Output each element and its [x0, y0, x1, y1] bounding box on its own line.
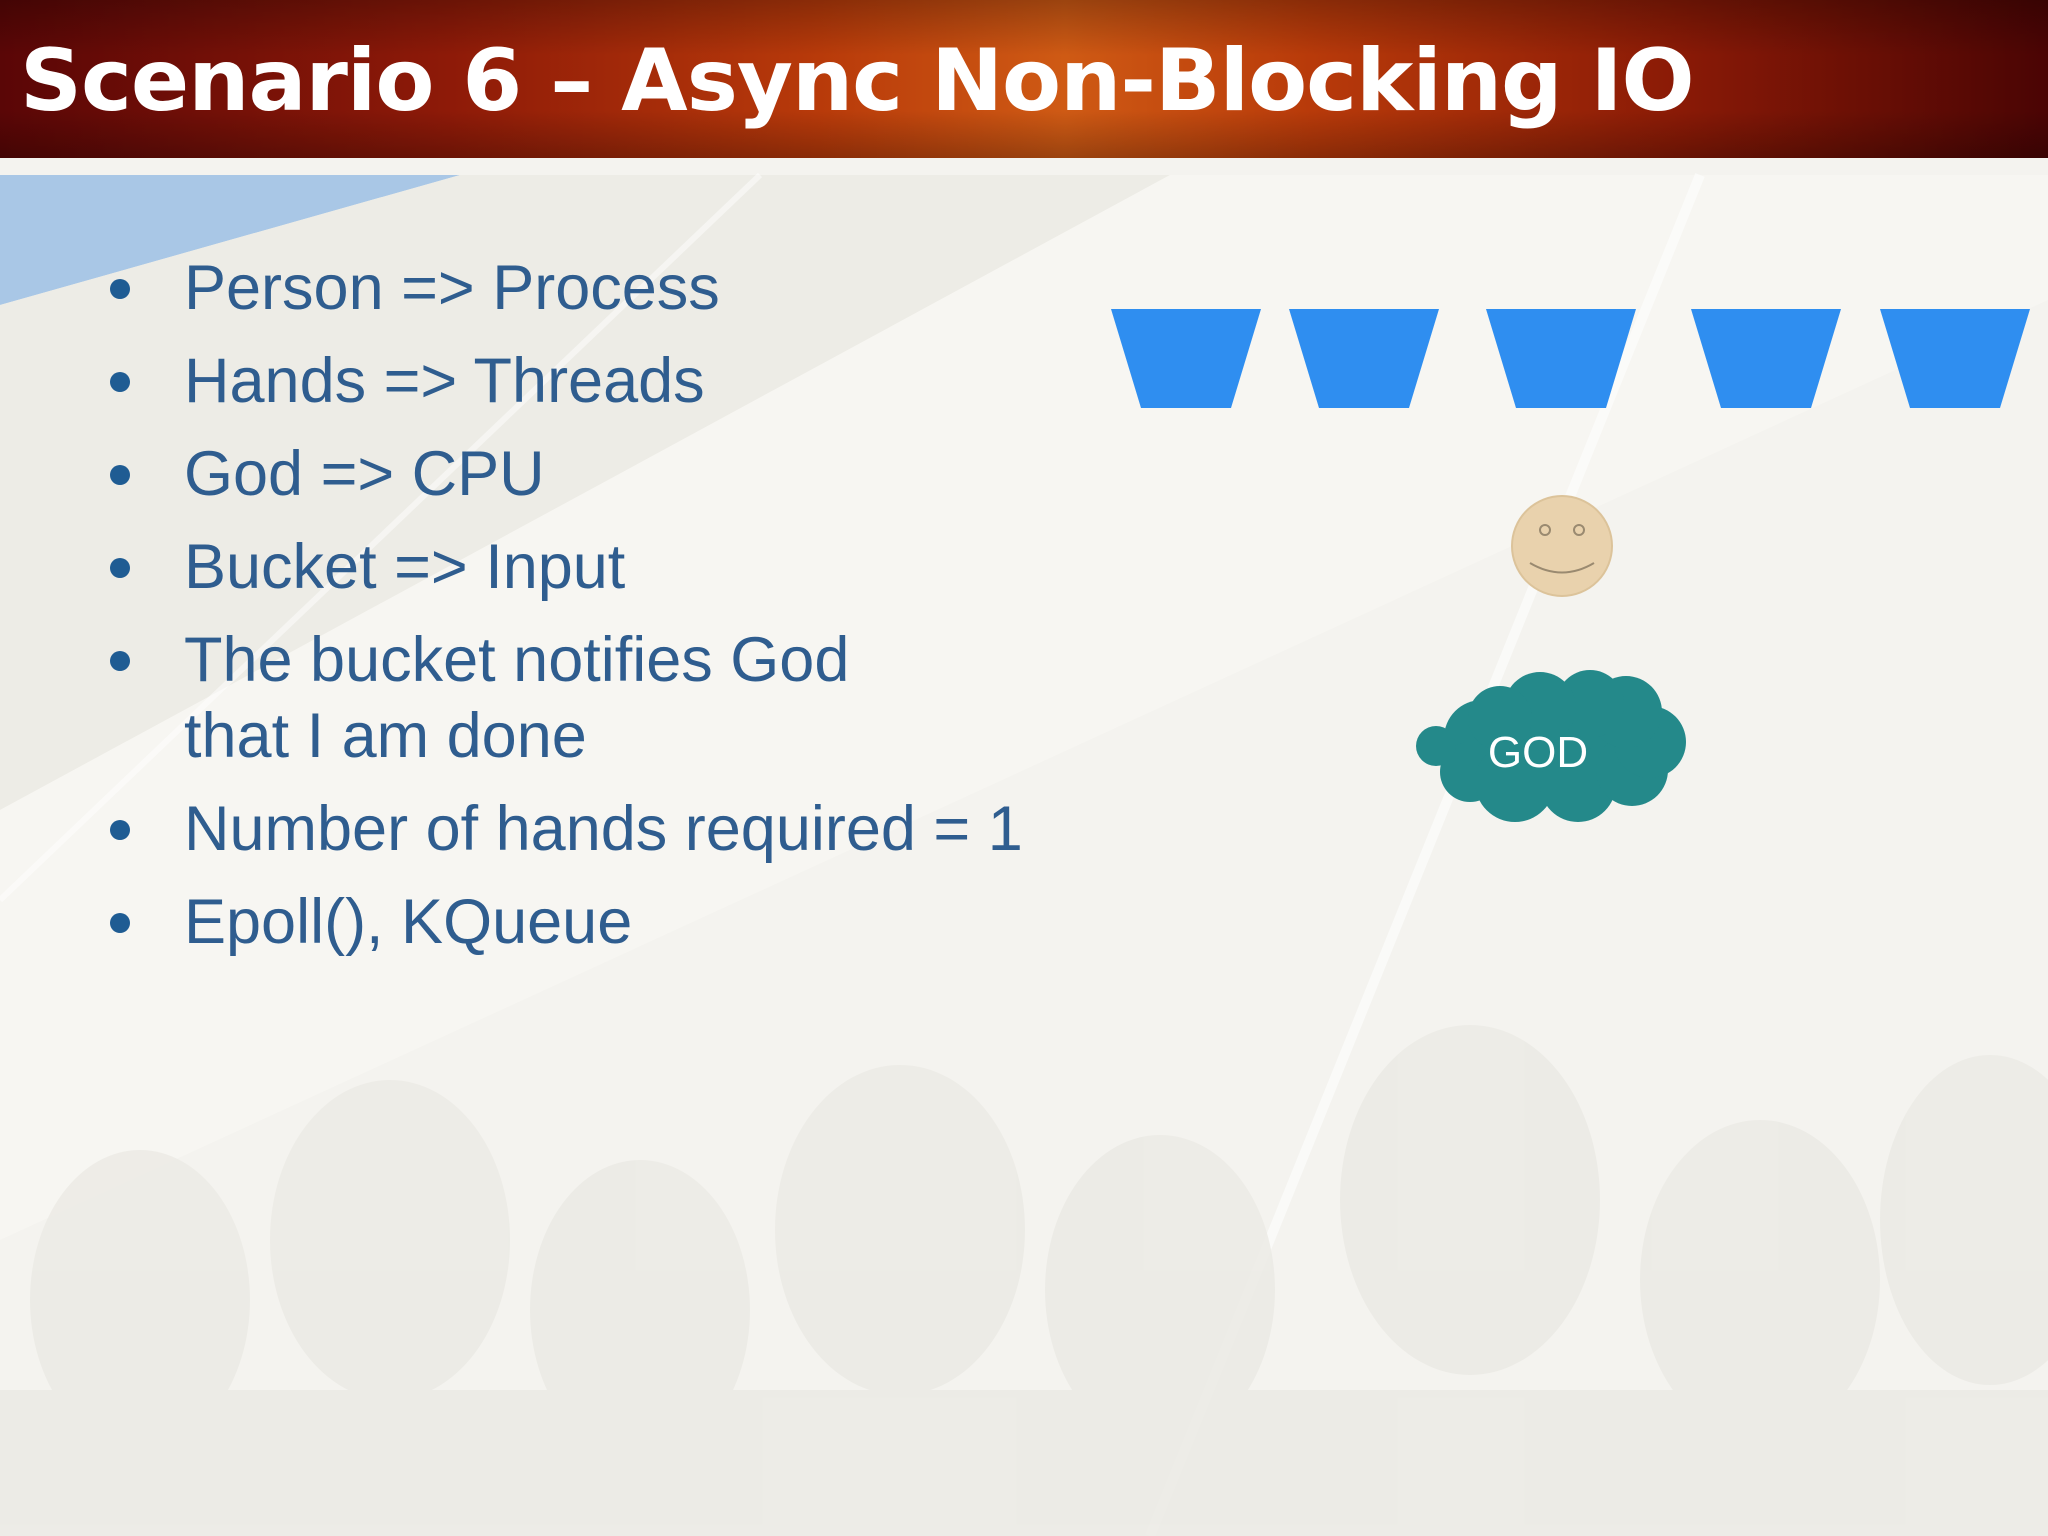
- bullet-item: God => CPU: [100, 436, 1000, 512]
- bucket-icon[interactable]: [1486, 309, 1636, 408]
- bullet-text: Hands => Threads: [184, 346, 705, 416]
- title-bar: [0, 0, 2048, 158]
- bullet-dot-icon: [110, 913, 130, 933]
- bucket-icon[interactable]: [1289, 309, 1439, 408]
- bullet-list: Person => Process Hands => Threads God =…: [100, 250, 1023, 977]
- bullet-text: Epoll(), KQueue: [184, 887, 633, 957]
- bullet-text: Person => Process: [184, 253, 720, 323]
- bullet-dot-icon: [110, 372, 130, 392]
- slide-title: Scenario 6 – Async Non-Blocking IO: [20, 31, 1695, 131]
- smiley-face-icon[interactable]: [1511, 495, 1613, 597]
- bullet-dot-icon: [110, 651, 130, 671]
- audience-silhouettes: [0, 1025, 2048, 1536]
- bullet-item: Person => Process: [100, 250, 1000, 326]
- bucket-icon[interactable]: [1691, 309, 1841, 408]
- bullet-item: Number of hands required = 1: [100, 791, 1044, 867]
- bullet-text: Bucket => Input: [184, 532, 626, 602]
- bullet-item: The bucket notifies God that I am done: [100, 622, 944, 774]
- bullet-item: Hands => Threads: [100, 343, 1000, 419]
- bullet-item: Epoll(), KQueue: [100, 884, 1000, 960]
- bullet-text: Number of hands required = 1: [184, 794, 1023, 864]
- bullet-text: God => CPU: [184, 439, 545, 509]
- god-cloud-label: GOD: [1487, 728, 1589, 777]
- bullet-dot-icon: [110, 465, 130, 485]
- bucket-icon[interactable]: [1111, 309, 1261, 408]
- bullet-item: Bucket => Input: [100, 529, 1000, 605]
- bullet-dot-icon: [110, 279, 130, 299]
- god-cloud-icon[interactable]: [1416, 670, 1686, 822]
- bullet-dot-icon: [110, 558, 130, 578]
- bucket-icon[interactable]: [1880, 309, 2030, 408]
- bullet-text: The bucket notifies God that I am done: [184, 625, 850, 771]
- bullet-dot-icon: [110, 820, 130, 840]
- title-bar-shade: [0, 0, 2048, 158]
